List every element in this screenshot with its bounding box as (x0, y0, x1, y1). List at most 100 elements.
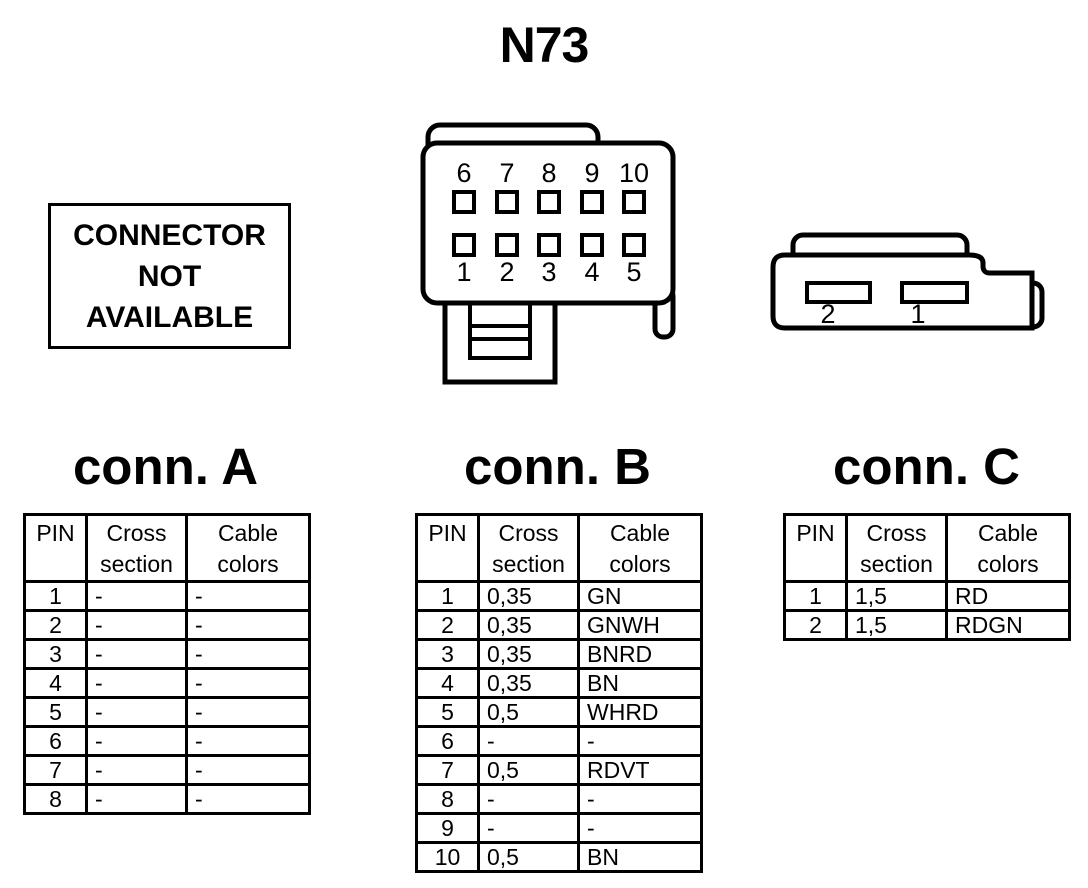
pin-label-5: 5 (626, 257, 641, 287)
cross-section-cell: - (85, 725, 188, 757)
pin-label-1: 1 (910, 299, 925, 329)
pin-cell: 8 (415, 783, 480, 815)
connector-b-body (420, 140, 676, 306)
cable-colors-cell: RD (945, 580, 1071, 612)
cable-colors-cell: - (185, 696, 311, 728)
header-pin: PIN (783, 513, 848, 583)
pin-square-4 (580, 233, 604, 257)
cross-section-cell: 1,5 (845, 609, 948, 641)
header-cross-section: Cross section (845, 513, 948, 583)
pin-cell: 10 (415, 841, 480, 873)
pin-square-3 (537, 233, 561, 257)
cable-colors-cell: WHRD (577, 696, 703, 728)
pin-cell: 3 (415, 638, 480, 670)
cable-colors-cell: RDVT (577, 754, 703, 786)
pin-cell: 2 (783, 609, 848, 641)
header-row: PIN Cross section Cable colors (415, 513, 703, 583)
pin-cell: 7 (415, 754, 480, 786)
table-row: 8 - - (23, 783, 311, 815)
table-row: 7 - - (23, 754, 311, 786)
pin-cell: 4 (23, 667, 88, 699)
table-row: 5 0,5 WHRD (415, 696, 703, 728)
header-cable-colors: Cable colors (577, 513, 703, 583)
cross-section-cell: - (85, 667, 188, 699)
cross-section-cell: 0,35 (477, 580, 580, 612)
cross-section-cell: - (477, 725, 580, 757)
cable-colors-cell: BN (577, 841, 703, 873)
pin-cell: 1 (783, 580, 848, 612)
table-row: 6 - - (23, 725, 311, 757)
notice-line: AVAILABLE (85, 300, 254, 334)
pin-square-9 (580, 190, 604, 214)
cross-section-cell: - (85, 783, 188, 815)
cross-section-cell: - (477, 783, 580, 815)
table-row: 1 - - (23, 580, 311, 612)
pin-label-4: 4 (584, 257, 599, 287)
cable-colors-cell: - (185, 638, 311, 670)
cross-section-cell: 0,35 (477, 667, 580, 699)
table-row: 5 - - (23, 696, 311, 728)
table-row: 1 0,35 GN (415, 580, 703, 612)
cable-colors-cell: RDGN (945, 609, 1071, 641)
pin-cell: 3 (23, 638, 88, 670)
table-row: 2 1,5 RDGN (783, 609, 1071, 641)
pin-label-2: 2 (820, 299, 835, 329)
pin-cell: 6 (23, 725, 88, 757)
connector-b-drawing: 6 7 8 9 10 1 2 3 4 5 (420, 122, 676, 385)
cable-colors-cell: - (577, 725, 703, 757)
table-row: 10 0,5 BN (415, 841, 703, 873)
pin-label-1: 1 (456, 257, 471, 287)
conn-a-table: PIN Cross section Cable colors 1 - - 2 -… (23, 513, 311, 815)
cable-colors-cell: - (185, 783, 311, 815)
cable-colors-cell: - (577, 812, 703, 844)
cross-section-cell: - (85, 609, 188, 641)
cross-section-cell: - (85, 754, 188, 786)
connector-c-drawing: 2 1 (770, 232, 1045, 331)
cross-section-cell: - (477, 812, 580, 844)
table-row: 2 - - (23, 609, 311, 641)
cable-colors-cell: GNWH (577, 609, 703, 641)
table-row: 3 0,35 BNRD (415, 638, 703, 670)
table-row: 2 0,35 GNWH (415, 609, 703, 641)
cross-section-cell: - (85, 580, 188, 612)
header-cable-colors: Cable colors (945, 513, 1071, 583)
connector-not-available-box: CONNECTOR NOT AVAILABLE (48, 203, 291, 349)
component-title: N73 (499, 17, 590, 73)
conn-b-title: conn. B (464, 438, 651, 495)
pin-square-2 (495, 233, 519, 257)
cable-colors-cell: BN (577, 667, 703, 699)
pin-slot-2 (805, 281, 872, 304)
conn-a-title: conn. A (72, 438, 259, 495)
table-row: 4 - - (23, 667, 311, 699)
pin-label-8: 8 (541, 158, 556, 188)
header-cable-colors: Cable colors (185, 513, 311, 583)
pin-square-5 (622, 233, 646, 257)
cable-colors-cell: - (577, 783, 703, 815)
pin-label-3: 3 (541, 257, 556, 287)
conn-c-title: conn. C (833, 438, 1020, 495)
cross-section-cell: - (85, 638, 188, 670)
pin-cell: 1 (23, 580, 88, 612)
header-pin: PIN (415, 513, 480, 583)
table-row: 4 0,35 BN (415, 667, 703, 699)
pin-label-6: 6 (456, 158, 471, 188)
pin-cell: 5 (23, 696, 88, 728)
pin-square-7 (495, 190, 519, 214)
cable-colors-cell: - (185, 754, 311, 786)
pin-label-9: 9 (584, 158, 599, 188)
cable-colors-cell: BNRD (577, 638, 703, 670)
pin-square-10 (622, 190, 646, 214)
pin-square-1 (452, 233, 476, 257)
pin-cell: 6 (415, 725, 480, 757)
cross-section-cell: 1,5 (845, 580, 948, 612)
cable-colors-cell: - (185, 667, 311, 699)
pin-label-7: 7 (499, 158, 514, 188)
cross-section-cell: 0,35 (477, 609, 580, 641)
pin-cell: 7 (23, 754, 88, 786)
pin-square-6 (452, 190, 476, 214)
table-row: 9 - - (415, 812, 703, 844)
pin-label-2: 2 (499, 257, 514, 287)
pin-cell: 9 (415, 812, 480, 844)
conn-b-table: PIN Cross section Cable colors 1 0,35 GN… (415, 513, 703, 873)
table-row: 3 - - (23, 638, 311, 670)
